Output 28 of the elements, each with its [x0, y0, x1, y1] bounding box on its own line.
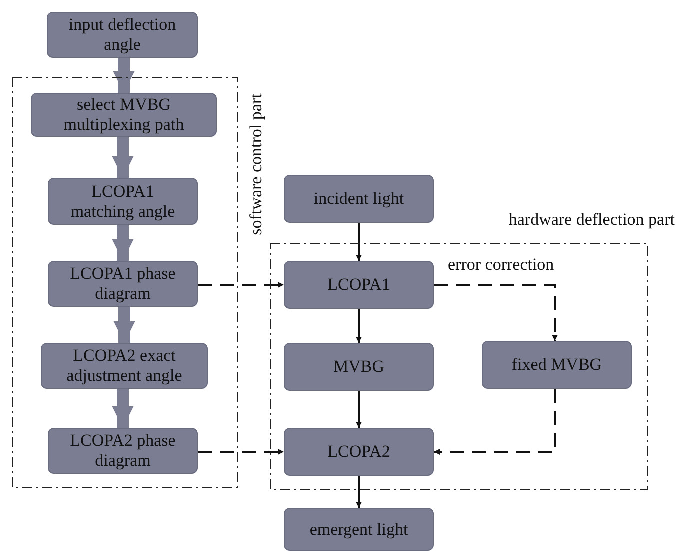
process-box: LCOPA1	[284, 261, 434, 309]
arrow	[198, 282, 284, 288]
process-box: select MVBG multiplexing path	[31, 93, 217, 137]
arrow	[112, 389, 134, 428]
arrow	[434, 389, 556, 455]
arrow	[198, 449, 284, 455]
process-box: fixed MVBG	[482, 341, 632, 389]
arrow	[356, 223, 362, 261]
process-box: emergent light	[284, 508, 434, 551]
process-box: LCOPA1 matching angle	[48, 178, 198, 225]
arrow	[113, 58, 135, 93]
edge-label: error correction	[448, 256, 554, 273]
group-label: software control part	[248, 92, 264, 238]
arrow	[112, 225, 134, 261]
arrow	[434, 284, 558, 341]
arrow	[356, 476, 362, 508]
arrow	[114, 307, 136, 343]
arrow	[356, 309, 362, 343]
process-box: incident light	[284, 175, 434, 223]
process-box: LCOPA2 phase diagram	[48, 428, 198, 474]
process-box: LCOPA2	[284, 428, 434, 476]
arrow	[356, 391, 362, 428]
process-box: MVBG	[284, 343, 434, 391]
arrow	[112, 137, 134, 178]
process-box: LCOPA2 exact adjustment angle	[41, 343, 208, 389]
process-box: input deflection angle	[47, 12, 198, 58]
process-box: LCOPA1 phase diagram	[48, 261, 198, 307]
group-label: hardware deflection part	[508, 211, 675, 228]
